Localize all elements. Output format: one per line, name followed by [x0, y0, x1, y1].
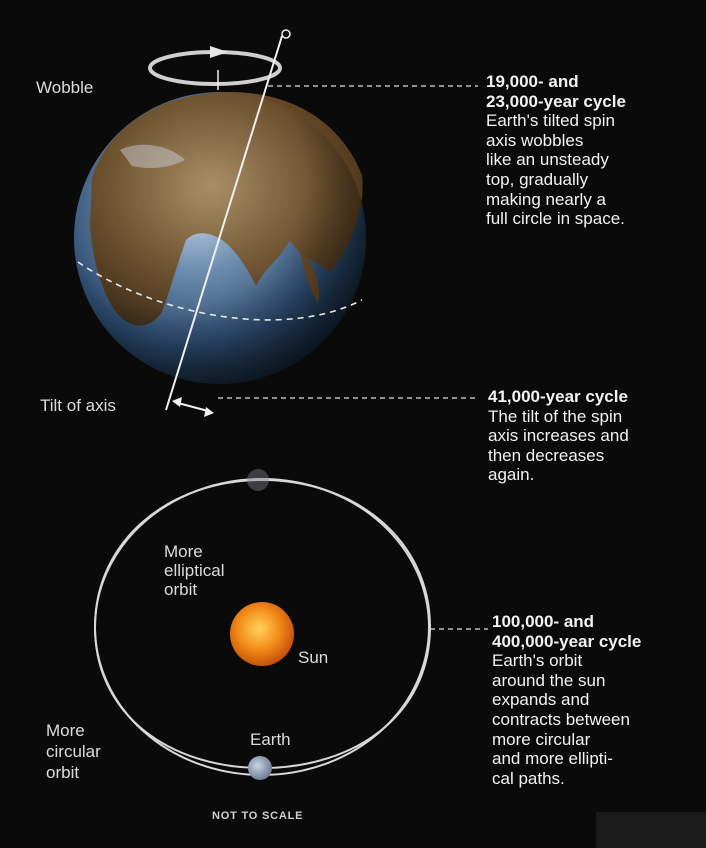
wobble-cycle-heading: 19,000- and 23,000-year cycle: [486, 72, 626, 111]
orbit-cycle-heading: 100,000- and 400,000-year cycle: [492, 612, 642, 651]
orbit-cycle-text: Earth's orbit around the sun expands and…: [492, 651, 630, 788]
tilt-cycle-text: The tilt of the spin axis increases and …: [488, 406, 629, 485]
not-to-scale-label: NOT TO SCALE: [212, 810, 304, 822]
elliptical-orbit: [93, 478, 432, 770]
earth-marker-top: [247, 469, 269, 491]
wobble-label: Wobble: [36, 78, 94, 97]
wobble-cycle-text: Earth's tilted spin axis wobbles like an…: [486, 111, 625, 229]
more-circular-label: More circular orbit: [46, 721, 101, 782]
sun-label: Sun: [298, 648, 329, 667]
wobble-arrow-icon: [210, 46, 228, 58]
leader-lines: [218, 85, 488, 630]
sun-icon: [230, 602, 294, 666]
tilt-label: Tilt of axis: [40, 396, 116, 415]
spin-axis: [165, 29, 291, 411]
more-elliptical-label: More elliptical orbit: [164, 542, 225, 599]
earth-label: Earth: [250, 730, 291, 749]
wobble-ring: [148, 46, 282, 86]
orbit-annotation: 100,000- and 400,000-year cycle Earth's …: [492, 612, 702, 788]
tilt-annotation: 41,000-year cycle The tilt of the spin a…: [488, 387, 702, 485]
wobble-annotation: 19,000- and 23,000-year cycle Earth's ti…: [486, 72, 700, 229]
earth-marker: [248, 756, 272, 780]
tilt-arrow-icon: [172, 397, 214, 417]
tilt-cycle-heading: 41,000-year cycle: [488, 387, 628, 406]
